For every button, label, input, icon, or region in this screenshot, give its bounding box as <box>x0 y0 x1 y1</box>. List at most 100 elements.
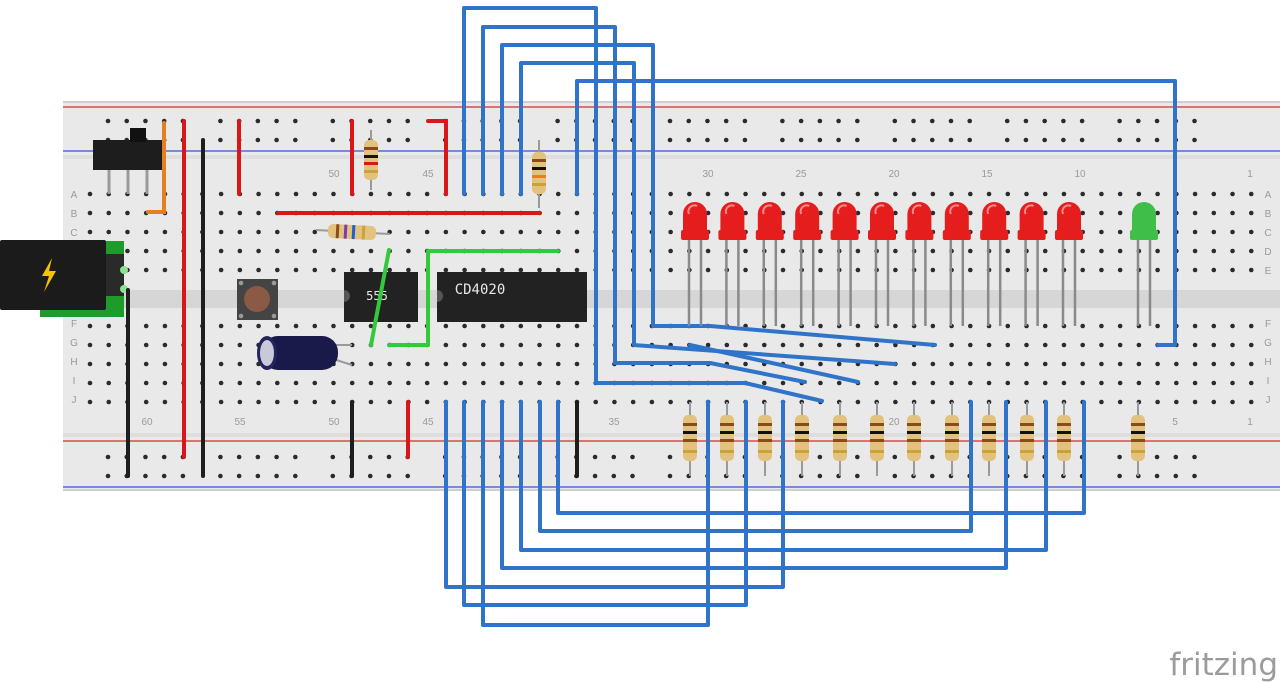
rail-hole <box>742 137 748 143</box>
resistor-band <box>683 450 697 453</box>
rail-hole <box>255 473 261 479</box>
breadboard-hole <box>855 191 861 197</box>
rail-hole <box>630 454 635 460</box>
capacitor-body <box>262 336 338 370</box>
breadboard-hole <box>1005 210 1011 216</box>
breadboard-hole <box>555 361 561 367</box>
breadboard-hole <box>406 361 411 367</box>
row-letter-right-j: J <box>1266 395 1271 406</box>
breadboard-hole <box>162 361 168 367</box>
breadboard-hole <box>1080 267 1085 273</box>
rail-hole <box>330 473 336 479</box>
rail-hole <box>405 137 411 143</box>
led-dome <box>795 202 820 232</box>
rail-hole <box>948 137 954 143</box>
breadboard-hole <box>537 323 542 329</box>
breadboard-hole <box>555 191 561 197</box>
rail-hole <box>255 454 261 460</box>
breadboard-hole <box>312 323 318 329</box>
rail-hole <box>1023 137 1029 143</box>
row-letter-left-c: C <box>70 228 77 239</box>
slide-switch[interactable] <box>93 128 165 194</box>
breadboard-hole <box>1248 210 1254 216</box>
rail-hole <box>667 137 673 143</box>
rail-hole <box>1079 118 1085 124</box>
breadboard-hole <box>705 248 711 254</box>
rail-hole <box>1004 118 1010 124</box>
breadboard-hole <box>1117 342 1123 348</box>
resistor-band <box>1057 450 1071 453</box>
breadboard-hole <box>106 380 112 386</box>
breadboard-hole <box>668 399 673 405</box>
led-highlight <box>986 204 997 215</box>
breadboard-hole <box>162 399 168 405</box>
resistor-band <box>758 431 772 434</box>
breadboard-hole <box>443 323 449 329</box>
breadboard-hole <box>218 342 224 348</box>
rail-hole <box>293 118 298 124</box>
resistor-band <box>907 450 921 453</box>
breadboard-hole <box>387 191 392 197</box>
breadboard-hole <box>256 191 261 197</box>
push-button[interactable] <box>237 279 278 320</box>
breadboard-hole <box>780 380 786 386</box>
breadboard-hole <box>349 267 355 273</box>
breadboard-hole <box>705 342 711 348</box>
breadboard-hole <box>1042 342 1048 348</box>
breadboard-hole <box>911 191 917 197</box>
breadboard-hole <box>818 380 823 386</box>
rail-hole <box>180 473 186 479</box>
rail-hole <box>667 118 673 124</box>
resistor-body <box>758 415 772 461</box>
rail-hole <box>592 454 598 460</box>
rail-hole <box>255 118 261 124</box>
rail-hole <box>555 118 560 124</box>
breadboard-hole <box>1192 229 1198 235</box>
breadboard-hole <box>930 248 936 254</box>
breadboard-hole <box>218 229 224 235</box>
resistor-band <box>870 450 884 453</box>
breadboard-hole <box>874 342 879 348</box>
breadboard-hole <box>1211 361 1217 367</box>
blue-wire-8 <box>462 400 748 607</box>
breadboard-hole <box>106 229 112 235</box>
breadboard-hole <box>237 361 243 367</box>
breadboard-hole <box>275 323 280 329</box>
blue-wire-3 <box>500 43 937 347</box>
breadboard-hole <box>1080 361 1085 367</box>
resistor-body <box>870 415 884 461</box>
rail-hole <box>836 118 841 124</box>
breadboard-hole <box>537 229 542 235</box>
breadboard-hole <box>574 361 580 367</box>
led-dome <box>1132 202 1156 232</box>
breadboard-hole <box>968 267 973 273</box>
rail-hole <box>386 137 392 143</box>
breadboard-hole <box>1042 323 1048 329</box>
red-led <box>755 202 784 326</box>
breadboard-hole <box>481 323 486 329</box>
row-letter-right-f: F <box>1265 319 1271 330</box>
resistor-band <box>795 439 809 442</box>
rail-hole <box>386 473 392 479</box>
breadboard-hole <box>406 323 411 329</box>
breadboard-hole <box>537 380 542 386</box>
breadboard-hole <box>87 229 93 235</box>
breadboard-hole <box>1230 210 1235 216</box>
resistor-band <box>945 450 959 453</box>
rail-hole <box>405 118 411 124</box>
breadboard-hole <box>1248 399 1254 405</box>
breadboard-hole <box>855 323 861 329</box>
rail-hole <box>367 454 373 460</box>
breadboard-hole <box>668 267 673 273</box>
breadboard-hole <box>256 267 261 273</box>
rail-hole <box>892 137 898 143</box>
red-led <box>718 202 747 326</box>
breadboard-hole <box>387 380 392 386</box>
resistor-band <box>1131 423 1145 426</box>
breadboard-hole <box>125 248 130 254</box>
red-led <box>905 202 934 326</box>
breadboard-hole <box>293 191 299 197</box>
breadboard-hole <box>87 191 93 197</box>
rail-hole <box>667 473 673 479</box>
breadboard-hole <box>349 323 355 329</box>
